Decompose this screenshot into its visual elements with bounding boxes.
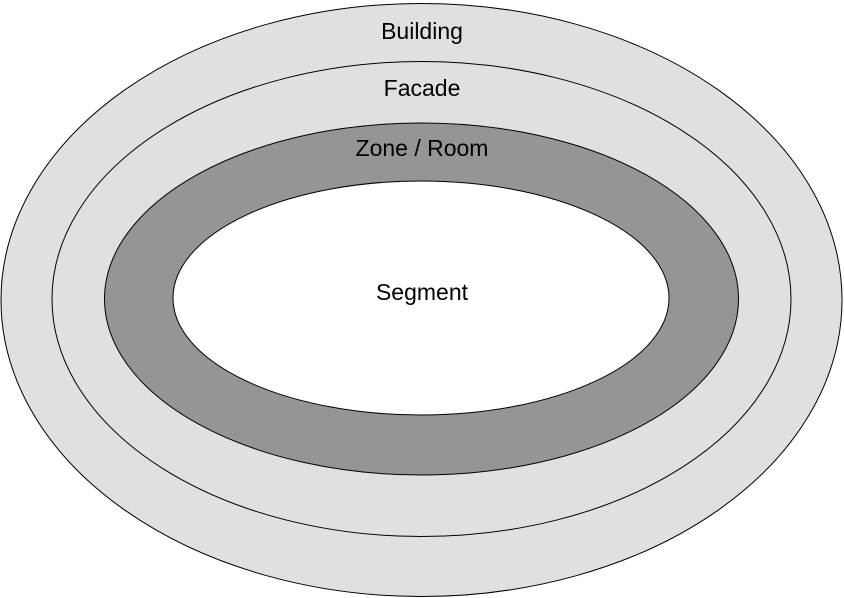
zone-room-label: Zone / Room xyxy=(356,135,489,161)
facade-label: Facade xyxy=(384,75,461,101)
segment-label: Segment xyxy=(376,279,469,305)
building-label: Building xyxy=(381,18,463,44)
segment-ellipse xyxy=(172,180,670,416)
